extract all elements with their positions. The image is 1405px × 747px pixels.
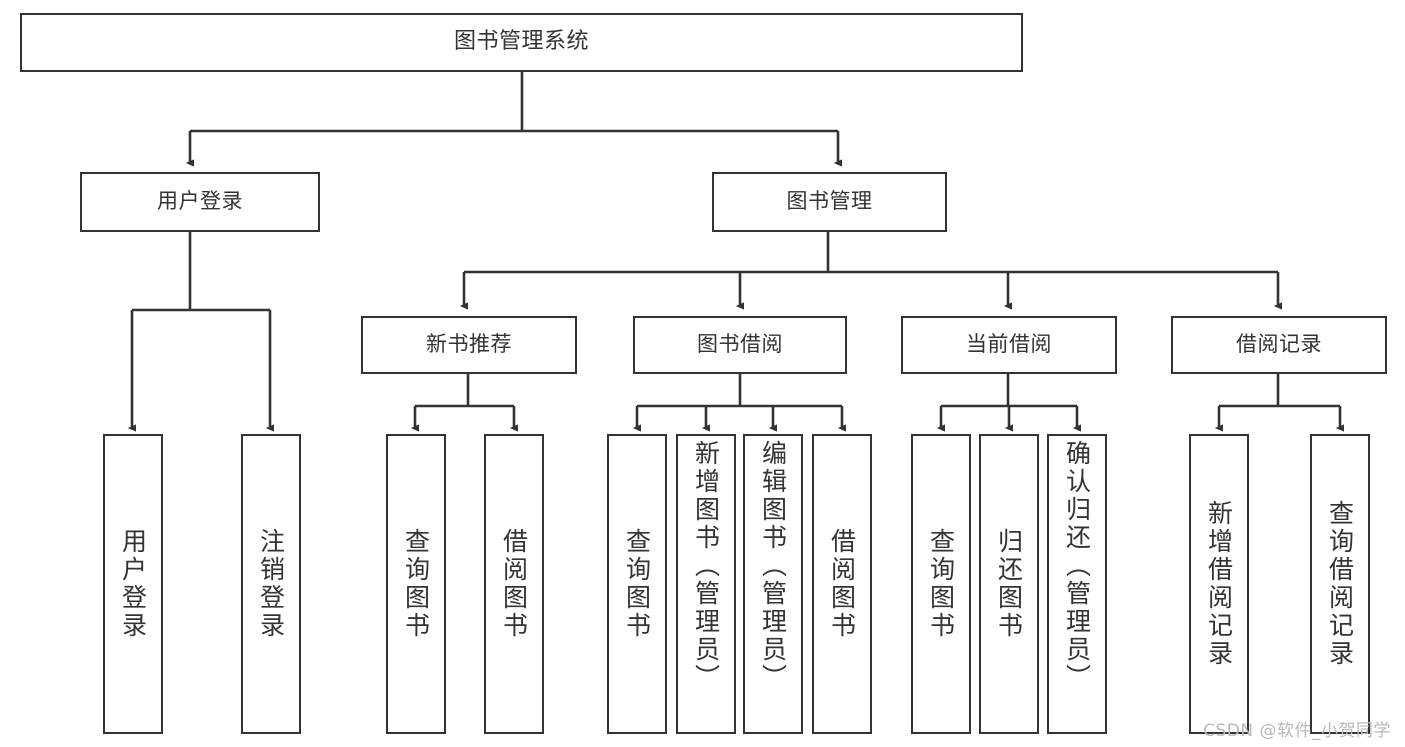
- node-label: 查询图书: [926, 528, 956, 640]
- leaf-add-borrow-record[interactable]: 新增借阅记录: [1189, 434, 1249, 734]
- node-label: 注销登录: [256, 528, 286, 640]
- node-label: 用户登录: [157, 189, 243, 214]
- node-label: 查询图书: [401, 528, 431, 640]
- csdn-watermark: CSDN @软件_小贺同学: [1203, 721, 1391, 741]
- node-label: 归还图书: [994, 528, 1024, 640]
- node-label: 编辑图书（管理员）: [758, 440, 788, 692]
- node-label: 当前借阅: [966, 332, 1052, 357]
- leaf-query-book-borrow[interactable]: 查询图书: [607, 434, 667, 734]
- node-label: 图书管理系统: [453, 29, 589, 55]
- node-label: 用户登录: [118, 528, 148, 640]
- leaf-borrow-book-recommend[interactable]: 借阅图书: [484, 434, 544, 734]
- node-label: 图书借阅: [697, 332, 783, 357]
- node-label: 查询图书: [622, 528, 652, 640]
- leaf-confirm-return-admin[interactable]: 确认归还（管理员）: [1047, 434, 1107, 734]
- leaf-edit-book-admin[interactable]: 编辑图书（管理员）: [743, 434, 803, 734]
- node-book-management[interactable]: 图书管理: [712, 172, 947, 232]
- node-current-borrow[interactable]: 当前借阅: [901, 316, 1117, 374]
- node-label: 借阅记录: [1236, 332, 1322, 357]
- node-label: 借阅图书: [499, 528, 529, 640]
- leaf-add-book-admin[interactable]: 新增图书（管理员）: [676, 434, 736, 734]
- node-label: 查询借阅记录: [1325, 500, 1355, 668]
- node-book-borrow[interactable]: 图书借阅: [633, 316, 847, 374]
- leaf-query-book-recommend[interactable]: 查询图书: [386, 434, 446, 734]
- node-user-login[interactable]: 用户登录: [80, 172, 320, 232]
- node-label: 新增图书（管理员）: [691, 440, 721, 692]
- leaf-query-borrow-record[interactable]: 查询借阅记录: [1310, 434, 1370, 734]
- leaf-borrow-book[interactable]: 借阅图书: [812, 434, 872, 734]
- node-label: 图书管理: [786, 189, 873, 214]
- leaf-user-login[interactable]: 用户登录: [103, 434, 163, 734]
- node-borrow-record[interactable]: 借阅记录: [1171, 316, 1387, 374]
- node-label: 新增借阅记录: [1204, 500, 1234, 668]
- leaf-user-logout[interactable]: 注销登录: [241, 434, 301, 734]
- node-root-book-management-system[interactable]: 图书管理系统: [20, 13, 1023, 72]
- leaf-return-book[interactable]: 归还图书: [979, 434, 1039, 734]
- node-new-book-recommend[interactable]: 新书推荐: [361, 316, 577, 374]
- leaf-query-book-current[interactable]: 查询图书: [911, 434, 971, 734]
- node-label: 新书推荐: [426, 332, 512, 357]
- node-label: 借阅图书: [827, 528, 857, 640]
- node-label: 确认归还（管理员）: [1062, 440, 1092, 692]
